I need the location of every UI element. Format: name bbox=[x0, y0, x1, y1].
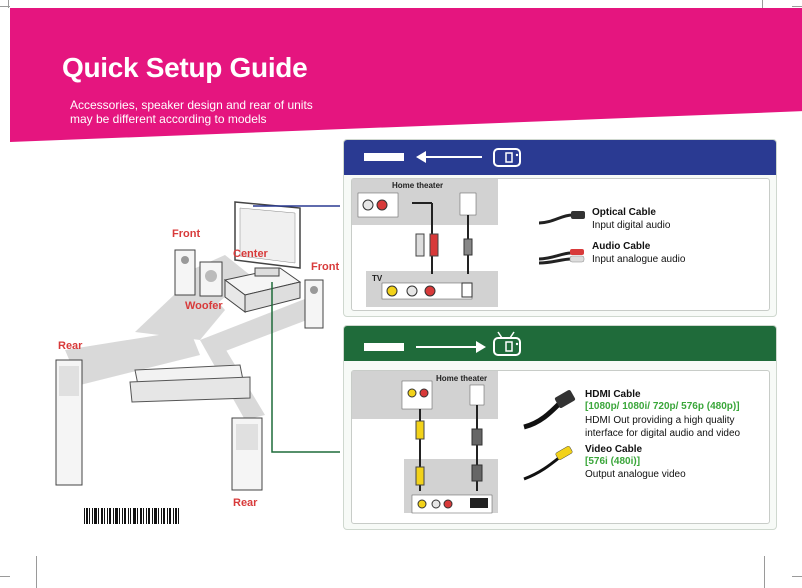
hdmi-cable-desc-2: interface for digital audio and video bbox=[585, 428, 741, 439]
video-cable-title: Video Cable bbox=[585, 444, 643, 455]
hdmi-cable-desc-1: HDMI Out providing a high quality bbox=[585, 415, 735, 426]
front-left-speaker-icon bbox=[174, 249, 196, 296]
audio-cable-title: Audio Cable bbox=[592, 241, 651, 252]
signal-direction-icon bbox=[364, 331, 521, 356]
hdmi-connection-panel: Home theater HDMI Cable [1080p/ 1080i/ 7… bbox=[343, 325, 777, 530]
panel-header-green bbox=[344, 326, 776, 361]
tv-label: TV bbox=[372, 274, 383, 283]
rear-left-speaker-icon bbox=[55, 359, 83, 486]
center-speaker-icon bbox=[254, 267, 280, 277]
crop-mark bbox=[0, 6, 10, 7]
hdmi-plug-icon bbox=[471, 428, 483, 446]
sofa-icon bbox=[129, 364, 251, 403]
analog-panel-body: Home theater TV Optical Cable Input digi… bbox=[351, 178, 770, 311]
hdmi-resolution: [1080p/ 1080i/ 720p/ 576p (480p)] bbox=[585, 401, 740, 412]
home-theater-unit-icon bbox=[364, 153, 404, 161]
home-theater-label: Home theater bbox=[436, 374, 488, 383]
tv-icon bbox=[234, 201, 301, 269]
optical-plug-icon bbox=[463, 238, 473, 256]
red-rca-plug-icon bbox=[429, 233, 439, 257]
connector-line-green bbox=[271, 282, 340, 453]
home-theater-unit-icon bbox=[364, 343, 404, 351]
analog-connection-panel: Home theater TV Optical Cable Input digi… bbox=[343, 139, 777, 317]
rear-left-label: Rear bbox=[58, 340, 83, 352]
crop-mark bbox=[762, 0, 763, 8]
crop-mark bbox=[36, 556, 37, 588]
subtitle-line-2: may be different according to models bbox=[70, 112, 267, 126]
tv-icon bbox=[493, 148, 521, 167]
video-cable-desc: Output analogue video bbox=[585, 469, 686, 480]
yellow-rca-plug-icon bbox=[415, 420, 425, 440]
front-left-label: Front bbox=[172, 228, 201, 240]
crop-mark bbox=[792, 6, 802, 7]
front-right-label: Front bbox=[311, 261, 340, 273]
optical-cable-desc: Input digital audio bbox=[592, 220, 671, 231]
hdmi-wiring-diagram bbox=[401, 380, 493, 514]
optical-input-jack bbox=[459, 192, 477, 216]
front-right-speaker-icon bbox=[304, 279, 324, 329]
optical-cable-icon bbox=[538, 211, 585, 225]
hdmi-panel-body: Home theater HDMI Cable [1080p/ 1080i/ 7… bbox=[351, 370, 770, 524]
optical-cable-title: Optical Cable bbox=[592, 207, 656, 218]
white-rca-plug-icon bbox=[415, 233, 425, 257]
signal-direction-icon bbox=[364, 148, 521, 167]
subtitle-line-1: Accessories, speaker design and rear of … bbox=[70, 98, 313, 112]
audio-cable-icon bbox=[538, 249, 585, 265]
center-label: Center bbox=[233, 248, 268, 260]
audio-cable-desc: Input analogue audio bbox=[592, 254, 686, 265]
tv-icon bbox=[493, 331, 521, 356]
barcode-image bbox=[84, 508, 179, 524]
analog-wiring-diagram bbox=[357, 192, 477, 300]
rear-right-speaker-icon bbox=[231, 417, 263, 491]
woofer-label: Woofer bbox=[185, 300, 223, 312]
panel-header-blue bbox=[344, 140, 776, 175]
sound-beam bbox=[65, 330, 200, 385]
sound-beam bbox=[200, 295, 320, 355]
woofer-icon bbox=[199, 261, 223, 297]
video-resolution: [576i (480i)] bbox=[585, 456, 641, 467]
hdmi-output-port bbox=[469, 384, 485, 406]
hdmi-cable-title: HDMI Cable bbox=[585, 389, 641, 400]
crop-mark bbox=[0, 576, 10, 577]
hdmi-cable-icon bbox=[523, 390, 576, 430]
speaker-layout-illustration bbox=[55, 201, 340, 491]
home-theater-label: Home theater bbox=[392, 181, 444, 190]
crop-mark bbox=[792, 576, 802, 577]
crop-mark bbox=[8, 0, 9, 8]
page-title: Quick Setup Guide bbox=[62, 52, 308, 83]
rear-right-label: Rear bbox=[233, 497, 258, 509]
video-cable-icon bbox=[523, 446, 573, 481]
crop-mark bbox=[764, 556, 765, 588]
